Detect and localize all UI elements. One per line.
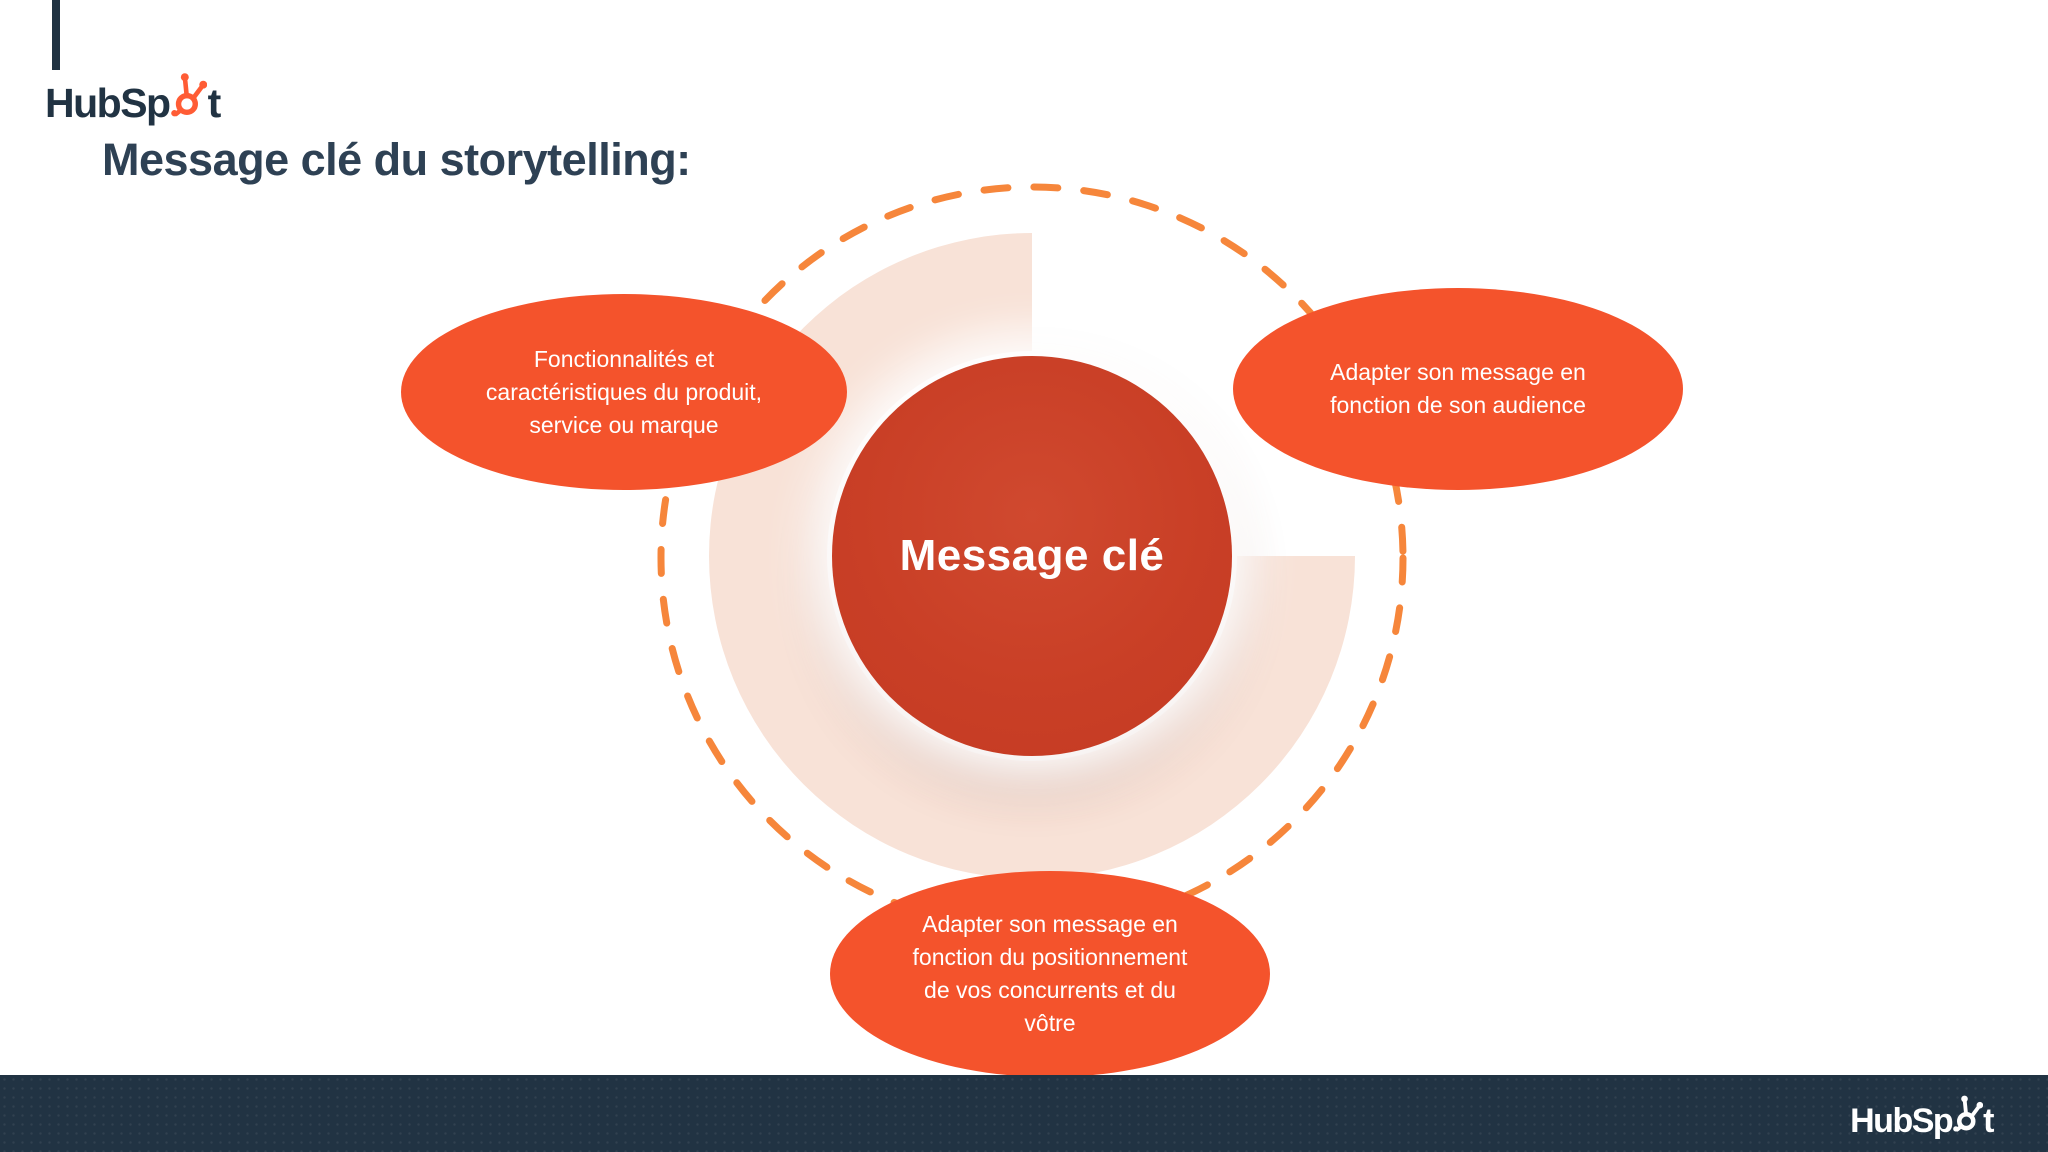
center-circle-label: Message clé: [899, 531, 1165, 580]
hubspot-sprocket-icon-footer: [1953, 1095, 1984, 1132]
dashed-circle: [657, 183, 1407, 933]
bubble-left-text: Fonctionnalités et caractéristiques du p…: [485, 345, 763, 438]
bubble-bottom-text: Adapter son message en fonction du posit…: [912, 911, 1188, 1036]
hubspot-logo-footer: HubSp t: [1850, 1093, 1994, 1140]
footer-logo-text-prefix: HubSp: [1850, 1102, 1954, 1140]
page-title: Message clé du storytelling:: [102, 134, 691, 185]
footer-logo-text-suffix: t: [1983, 1102, 1994, 1140]
bubble-left: Fonctionnalités et caractéristiques du p…: [401, 294, 847, 490]
logo-text-suffix: t: [207, 80, 222, 126]
logo-text-prefix: HubSp: [45, 80, 171, 126]
top-accent-line: [52, 0, 60, 70]
bubble-right-text: Adapter son message en fonction de son a…: [1330, 359, 1586, 418]
hubspot-sprocket-icon: [170, 73, 207, 117]
hubspot-logo: HubSp t: [45, 70, 222, 126]
peach-arc: [709, 233, 1355, 879]
center-circle: Message clé: [832, 356, 1232, 756]
footer-bar: HubSp t: [0, 1075, 2048, 1152]
bubble-bottom: Adapter son message en fonction du posit…: [830, 871, 1270, 1077]
bubble-right: Adapter son message en fonction de son a…: [1233, 288, 1683, 490]
